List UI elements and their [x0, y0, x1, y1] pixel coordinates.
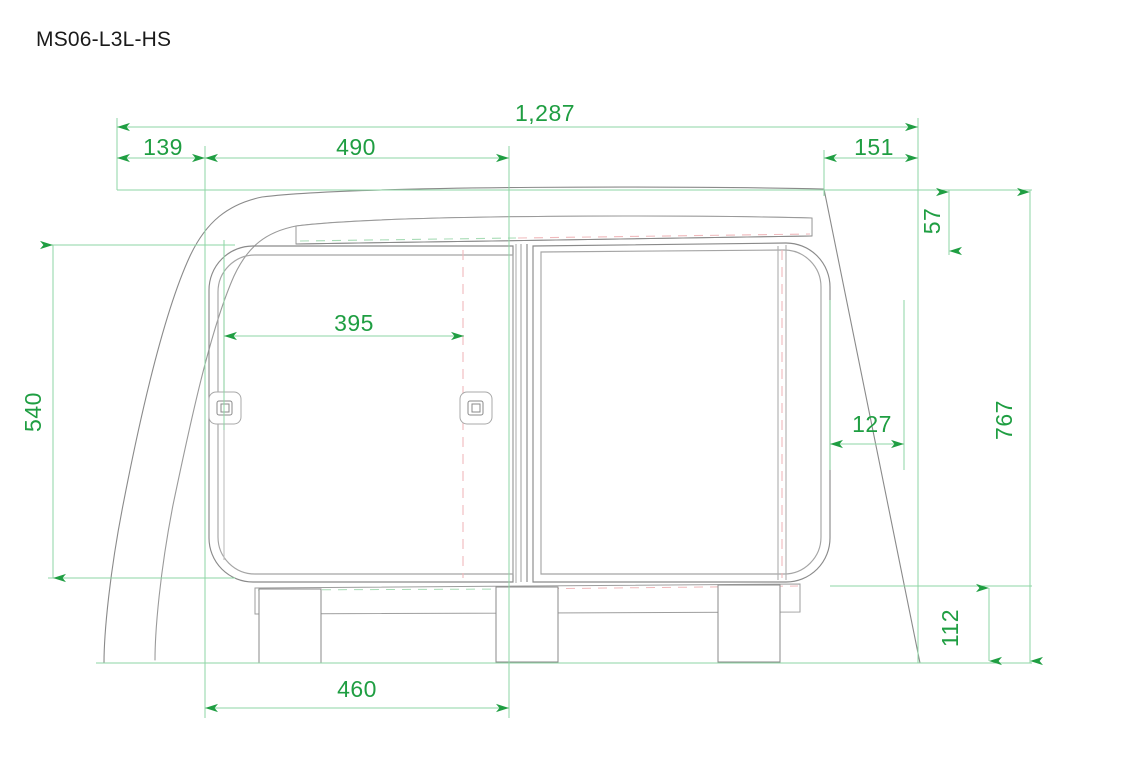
- page-title: MS06-L3L-HS: [36, 28, 172, 51]
- dimension-glass-width: 395: [224, 310, 464, 341]
- dimension-value-1287: 1,287: [515, 100, 575, 126]
- dimension-overall-width: 1,287: [117, 100, 918, 132]
- latch-handle-left-pin: [220, 403, 230, 413]
- mounting-tab-2: [495, 586, 559, 663]
- dimension-overall-height: 767: [991, 187, 1043, 666]
- dimension-value-490: 490: [336, 134, 376, 160]
- dimension-value-139: 139: [143, 134, 183, 160]
- body-outline-outer: [103, 186, 921, 664]
- dimension-aperture-height: 540: [20, 240, 66, 583]
- left-pane-outer-frame: [208, 245, 514, 583]
- header-rail-bottom-edge: [295, 235, 813, 245]
- dimension-value-395: 395: [334, 310, 374, 336]
- dimension-value-767: 767: [991, 400, 1017, 440]
- right-pane-outer-frame: [532, 242, 831, 583]
- dimension-base-width: 460: [205, 676, 509, 713]
- latch-handle-right: [459, 391, 493, 425]
- dimension-value-127: 127: [852, 411, 892, 437]
- right-pane-inner-frame: [540, 249, 822, 575]
- mounting-tab-3: [717, 584, 781, 663]
- sill-hidden-line-left: [257, 588, 517, 591]
- hidden-construction-lines: [299, 233, 811, 242]
- dimension-pane-width: 490: [205, 134, 509, 163]
- window-header-rail: [295, 215, 813, 245]
- header-rail-top-edge: [295, 215, 813, 245]
- hidden-line-header-right: [517, 233, 811, 239]
- dimension-top-offset: 57: [919, 187, 962, 256]
- dimension-value-540: 540: [20, 392, 46, 432]
- latch-handle-right-pin: [471, 403, 481, 413]
- dimension-right-edge: 127: [830, 411, 904, 449]
- dimension-value-151: 151: [854, 134, 894, 160]
- right-fixed-pane: [515, 242, 831, 583]
- dimension-value-112: 112: [937, 609, 963, 647]
- latch-handle-left: [208, 391, 242, 425]
- mounting-tab-1: [258, 588, 322, 664]
- dimension-right-offset: 151: [824, 134, 918, 163]
- dimension-value-57: 57: [919, 208, 945, 235]
- dimension-value-460: 460: [337, 676, 377, 702]
- dimension-left-offset: 139: [117, 134, 205, 163]
- dimension-bottom-offset: 112: [937, 583, 1002, 666]
- hidden-line-header: [299, 237, 517, 242]
